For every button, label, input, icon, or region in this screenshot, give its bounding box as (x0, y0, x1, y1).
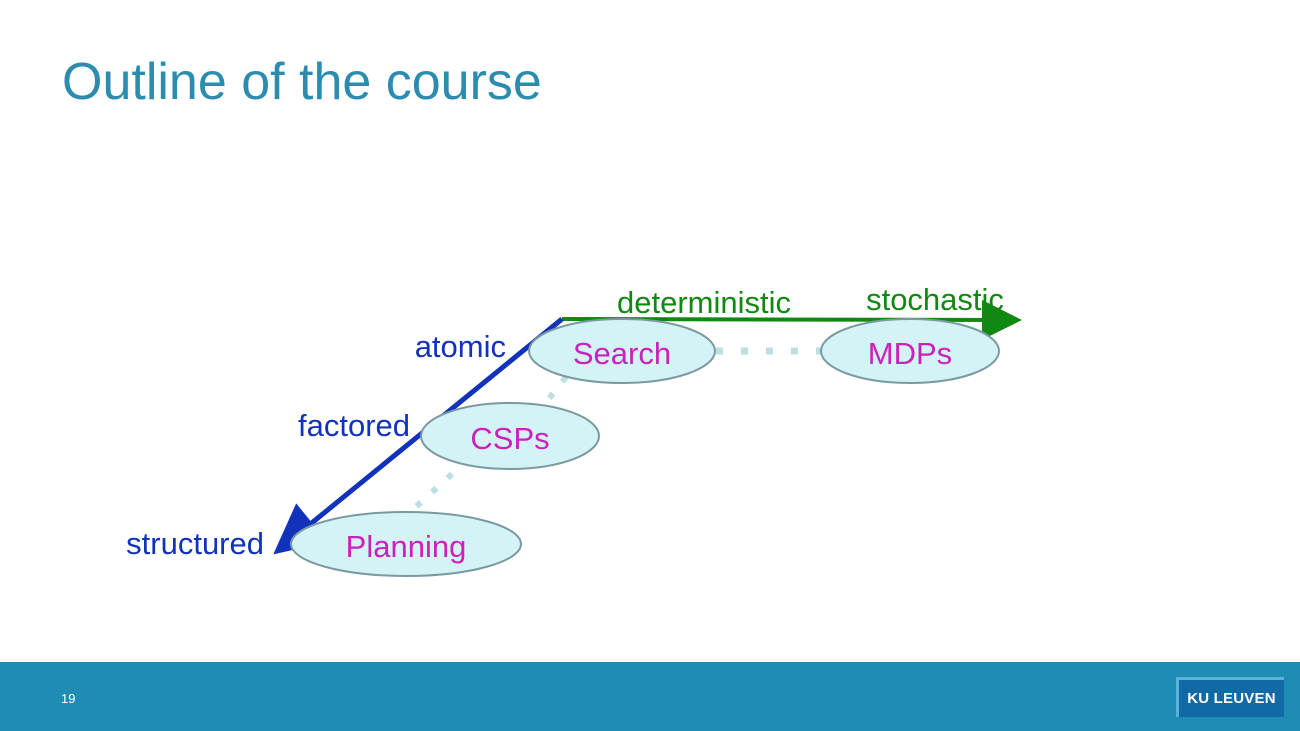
node-mdps: MDPs (820, 318, 1000, 384)
node-planning: Planning (290, 511, 522, 577)
label-atomic: atomic (415, 329, 506, 364)
connector-search-csps (537, 375, 569, 412)
node-search-label: Search (573, 336, 671, 371)
node-mdps-label: MDPs (868, 336, 952, 371)
label-structured: structured (126, 526, 264, 561)
logo-text: KU LEUVEN (1187, 690, 1276, 707)
footer-bar: 19 KU LEUVEN (0, 662, 1300, 731)
ku-leuven-logo: KU LEUVEN (1176, 677, 1284, 717)
node-search: Search (528, 318, 716, 384)
course-outline-diagram: Search MDPs CSPs Planning deterministic … (126, 282, 1022, 577)
label-deterministic: deterministic (617, 285, 791, 320)
node-csps-ellipse (420, 402, 600, 470)
label-stochastic: stochastic (866, 282, 1004, 317)
label-factored: factored (298, 408, 410, 443)
node-mdps-ellipse (820, 318, 1000, 384)
slide-title: Outline of the course (62, 53, 542, 111)
node-csps: CSPs (420, 402, 600, 470)
node-search-ellipse (528, 318, 716, 384)
page-number: 19 (61, 691, 76, 706)
node-planning-ellipse (290, 511, 522, 577)
connector-csps-planning (405, 471, 455, 517)
node-csps-label: CSPs (470, 421, 549, 456)
node-planning-label: Planning (346, 529, 467, 564)
